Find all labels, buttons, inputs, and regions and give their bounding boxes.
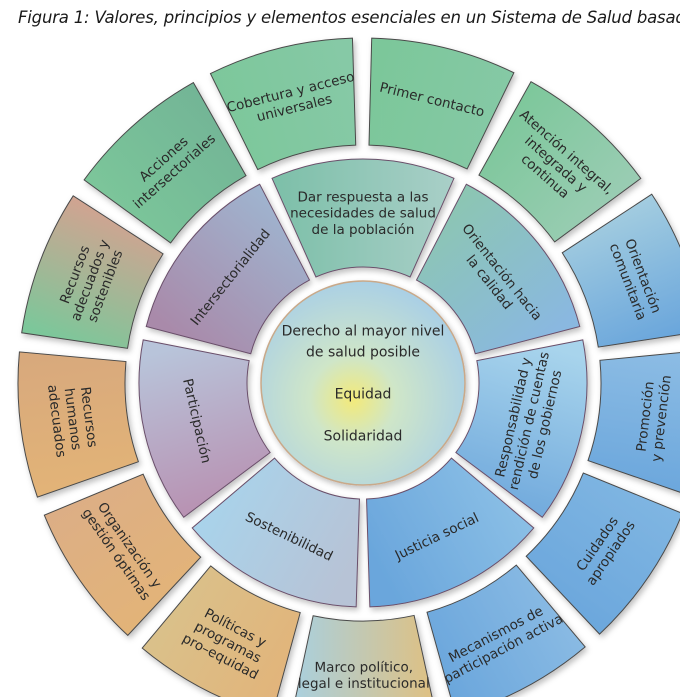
element-segment: Atención integral,integrada ycontinua — [478, 80, 642, 243]
element-segment-shape — [21, 195, 164, 349]
element-segment: Primer contacto — [368, 37, 515, 170]
element-segment-shape — [17, 351, 140, 498]
principle-segment: Sostenibilidad — [191, 457, 360, 608]
figure-caption: Figura 1: Valores, principios y elemento… — [18, 8, 680, 27]
element-label: Marco político,legal e institucional — [298, 659, 430, 692]
element-segment: Orientacióncomunitaria — [561, 193, 680, 348]
element-segment-shape — [478, 80, 642, 243]
principle-segment-shape — [145, 183, 311, 355]
element-segment: Organización ygestión óptimas — [43, 473, 202, 637]
element-segment: Recursosadecuados ysostenibles — [21, 195, 164, 349]
principle-segment: Justicia social — [366, 457, 535, 608]
element-segment: Accionesintersectoriales — [83, 81, 247, 244]
element-segment-shape — [426, 564, 586, 697]
core-value-text: Derecho al mayor nivel — [282, 324, 445, 340]
element-segment: Promocióny prevención — [587, 352, 680, 493]
principle-segment: Responsabilidad yrendición de cuentasde … — [455, 339, 588, 518]
principle-segment-shape — [415, 183, 581, 355]
principle-segment: Intersectorialidad — [145, 183, 311, 355]
principle-segment-shape — [191, 457, 360, 608]
principle-segment-shape — [366, 457, 535, 608]
element-segment-shape — [209, 37, 357, 171]
core-circle — [260, 280, 466, 486]
element-segment: Políticas yprogramaspro–equidad — [141, 565, 301, 697]
element-segment: Cobertura y accesouniversales — [209, 37, 357, 171]
principle-segment-shape — [455, 339, 588, 518]
element-label: Recursoshumanosadecuados — [44, 380, 101, 459]
principle-segment: Orientación haciala calidad — [415, 183, 581, 355]
element-segment: Marco político,legal e institucional — [295, 614, 433, 697]
principle-segment: Participación — [138, 339, 271, 518]
core-value-text: Solidaridad — [324, 429, 403, 445]
core-value-text: Equidad — [335, 387, 392, 403]
element-segment: Mecanismos departicipación activa — [426, 564, 586, 697]
element-segment-shape — [587, 352, 680, 493]
element-segment-shape — [295, 614, 433, 697]
element-segment-shape — [561, 193, 680, 348]
element-segment: Recursoshumanosadecuados — [17, 351, 140, 498]
element-segment-shape — [83, 81, 247, 244]
values-core: Derecho al mayor nivel de salud posibleEq… — [260, 280, 466, 486]
element-segment-shape — [141, 565, 301, 697]
principle-segment-shape — [138, 339, 271, 518]
element-segment: Cuidadosapropiados — [525, 472, 680, 635]
principle-segment-shape — [271, 158, 455, 278]
core-value-text: de salud posible — [306, 345, 420, 361]
element-segment-shape — [368, 37, 515, 170]
element-segment-shape — [525, 472, 680, 635]
element-segment-shape — [43, 473, 202, 637]
